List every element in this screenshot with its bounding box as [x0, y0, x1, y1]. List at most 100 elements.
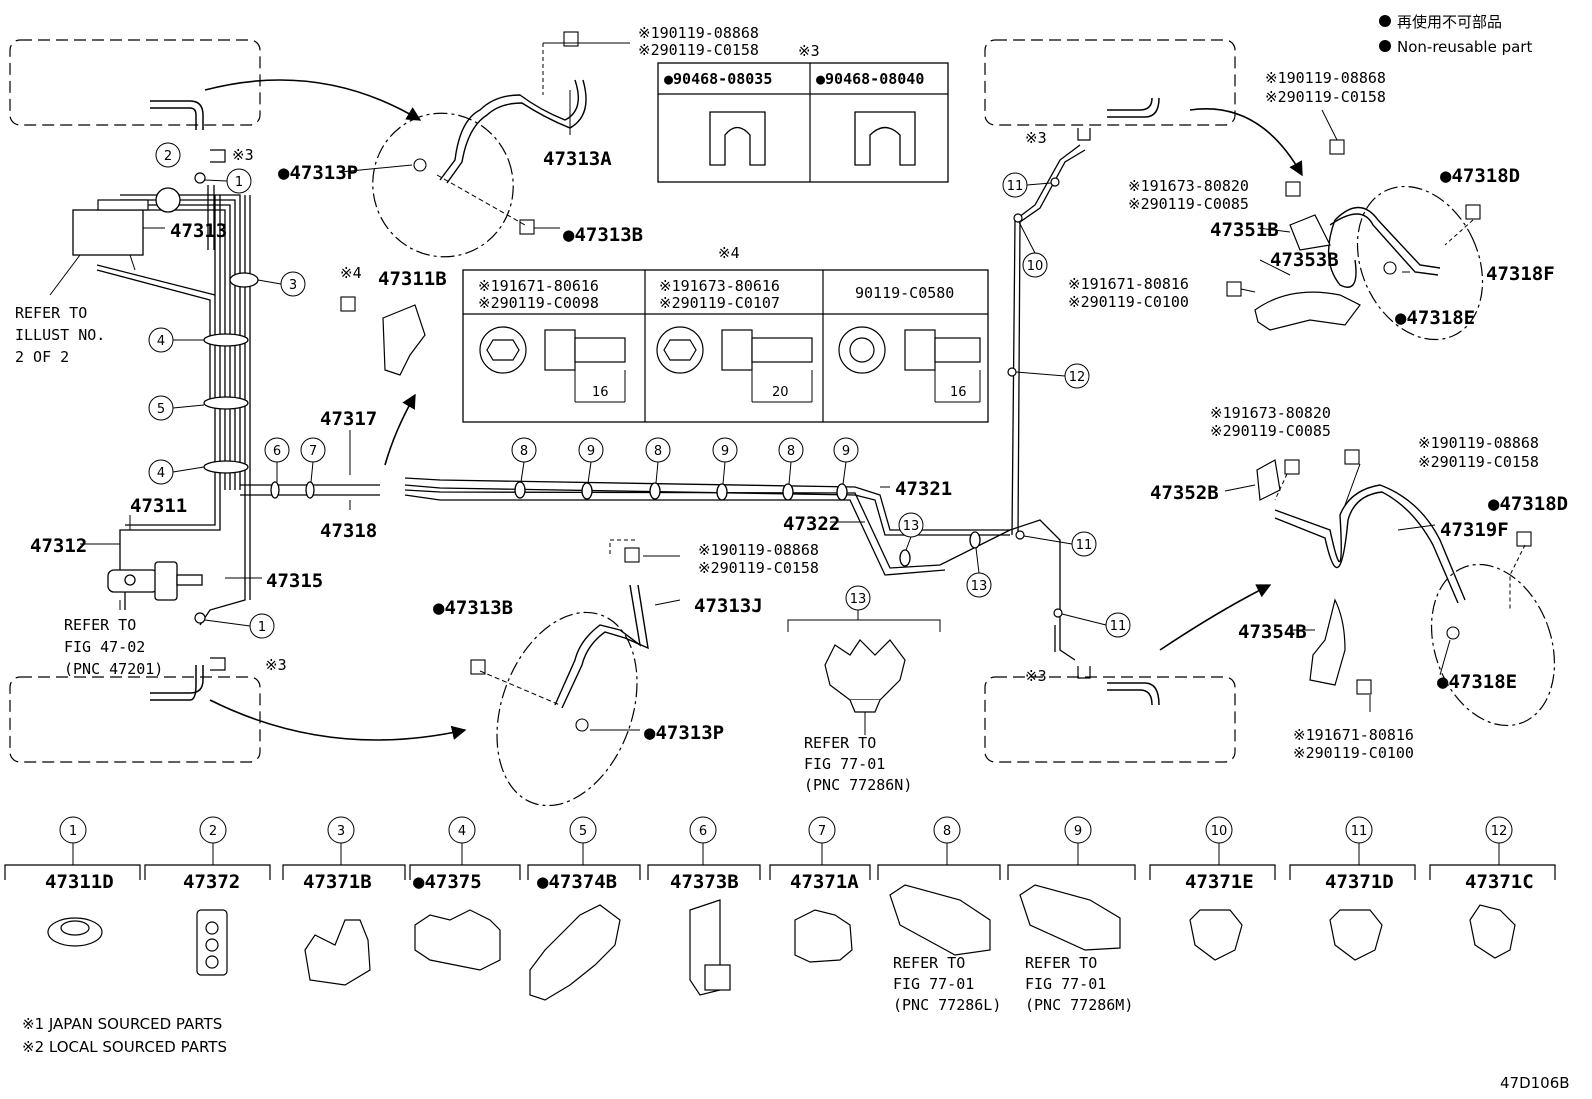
bolt-table-note: ※4: [718, 244, 740, 262]
bolt-shank-icon: [934, 337, 981, 363]
svg-text:7: 7: [309, 444, 317, 459]
callout-10: 10: [1022, 252, 1048, 278]
label-47313P-bottom: ●47313P: [644, 722, 724, 744]
code-r-a2: ※290119-C0158: [1265, 88, 1386, 106]
svg-text:12: 12: [1069, 370, 1086, 385]
bottom-callout-9: 9: [1064, 816, 1092, 865]
svg-text:8: 8: [654, 444, 662, 459]
label-47317: 47317: [320, 408, 377, 430]
code-r2-b2: ※290119-C0085: [1210, 422, 1331, 440]
hex-icon: [663, 339, 697, 361]
bolt-col1-l2: ※290119-C0098: [478, 294, 599, 312]
pipe-joints: [194, 172, 1063, 624]
bolt-dim-1: 16: [592, 385, 609, 400]
code-r-b1: ※191673-80820: [1128, 177, 1249, 195]
svg-text:6: 6: [699, 824, 707, 839]
label-47311: 47311: [130, 495, 187, 517]
bottom-callout-11: 11: [1345, 816, 1373, 865]
label-47319F: 47319F: [1440, 519, 1509, 541]
label-47352B: 47352B: [1150, 482, 1219, 504]
refer-7701n-1: REFER TO: [804, 734, 876, 752]
flex-hoses: [439, 79, 1466, 709]
bottom-callout-10: 10: [1205, 816, 1233, 865]
label-47313A: 47313A: [543, 148, 612, 170]
label-47318D-bottom: ●47318D: [1488, 493, 1568, 515]
bolt-dim-3: 16: [950, 385, 967, 400]
clip-symbols: [210, 128, 1091, 679]
code-r2-b1: ※191673-80820: [1210, 404, 1331, 422]
bolts: [340, 31, 1532, 732]
label-47353B: 47353B: [1270, 249, 1339, 271]
refer-7701n-2: FIG 77-01: [804, 755, 885, 773]
bolt-side-icon: [904, 329, 936, 371]
code-r2-a2: ※290119-C0158: [1418, 453, 1539, 471]
svg-text:1: 1: [69, 824, 77, 839]
svg-text:10: 10: [1027, 259, 1044, 274]
refer-illust-1: REFER TO: [15, 304, 87, 322]
bolt-side-icon: [544, 329, 576, 371]
label-47318E-bottom: ●47318E: [1437, 671, 1517, 693]
svg-text:7: 7: [818, 824, 826, 839]
master-cylinder: [107, 561, 203, 610]
legend-jp: 再使用不可部品: [1397, 13, 1502, 31]
bottom-callout-7: 7: [808, 816, 836, 865]
callout-9: 9: [578, 437, 604, 463]
bottom-pn-7: 47371A: [790, 871, 859, 893]
svg-text:8: 8: [520, 444, 528, 459]
label-47354B: 47354B: [1238, 621, 1307, 643]
bottom-pn-2: 47372: [183, 871, 240, 893]
callout-13: 13: [898, 512, 924, 538]
clip-icon: [304, 919, 371, 986]
callout-4: 4: [148, 459, 174, 485]
note-3-mark: ※3: [1025, 667, 1047, 685]
svg-text:11: 11: [1076, 538, 1093, 553]
label-47312: 47312: [30, 535, 87, 557]
clip-icon: [529, 904, 621, 1001]
refer-7701n-3: (PNC 77286N): [804, 776, 912, 794]
legend-en: Non-reusable part: [1397, 38, 1532, 56]
junction-block: [49, 199, 149, 296]
svg-text:5: 5: [157, 402, 165, 417]
callout-3: 3: [280, 271, 306, 297]
footnote-2: ※2 LOCAL SOURCED PARTS: [22, 1038, 227, 1056]
callouts: 1 2 3 4 5 4 6 7 8 9 8 9 8 9 13 13 13 1 1…: [148, 142, 1131, 639]
svg-text:11: 11: [1351, 824, 1368, 839]
callout-9: 9: [833, 437, 859, 463]
callout-5: 5: [148, 395, 174, 421]
svg-text:2: 2: [209, 824, 217, 839]
callout-13: 13: [966, 572, 992, 598]
bottom-pn-3: 47371B: [303, 871, 372, 893]
code-mid-a1: ※190119-08868: [698, 541, 819, 559]
bottom-pn-10: 47371E: [1185, 871, 1254, 893]
svg-text:11: 11: [1007, 179, 1024, 194]
label-47313B-top: ●47313B: [563, 224, 643, 246]
bolt-shank-icon: [751, 337, 813, 363]
clamp-hole-icon: [205, 955, 219, 969]
hex-icon: [849, 337, 875, 363]
callout-11: 11: [1105, 612, 1131, 638]
callout-6: 6: [264, 437, 290, 463]
svg-text:3: 3: [337, 824, 345, 839]
refer-7701m-2: FIG 77-01: [1025, 975, 1106, 993]
code-r-c1: ※191671-80816: [1068, 275, 1189, 293]
flow-arrows: [204, 79, 1303, 741]
bottom-callout-6: 6: [689, 816, 717, 865]
clip-table-note: ※3: [798, 42, 820, 60]
legend: 再使用不可部品 Non-reusable part: [1379, 13, 1532, 56]
svg-text:4: 4: [157, 334, 165, 349]
label-47322: 47322: [783, 513, 840, 535]
label-47313B-bottom: ●47313B: [433, 597, 513, 619]
svg-text:4: 4: [157, 466, 165, 481]
svg-text:8: 8: [787, 444, 795, 459]
clip-icon: [889, 884, 991, 956]
callout-leaders: [172, 179, 1107, 627]
bottom-callout-3: 3: [327, 816, 355, 865]
svg-text:10: 10: [1211, 824, 1228, 839]
clip-icon: [794, 909, 853, 963]
bottom-callout-12: 12: [1485, 816, 1513, 865]
bottom-parts-row: [4, 864, 1556, 880]
callout-9: 9: [712, 437, 738, 463]
clip-icon: [414, 909, 501, 971]
svg-text:1: 1: [235, 175, 243, 190]
